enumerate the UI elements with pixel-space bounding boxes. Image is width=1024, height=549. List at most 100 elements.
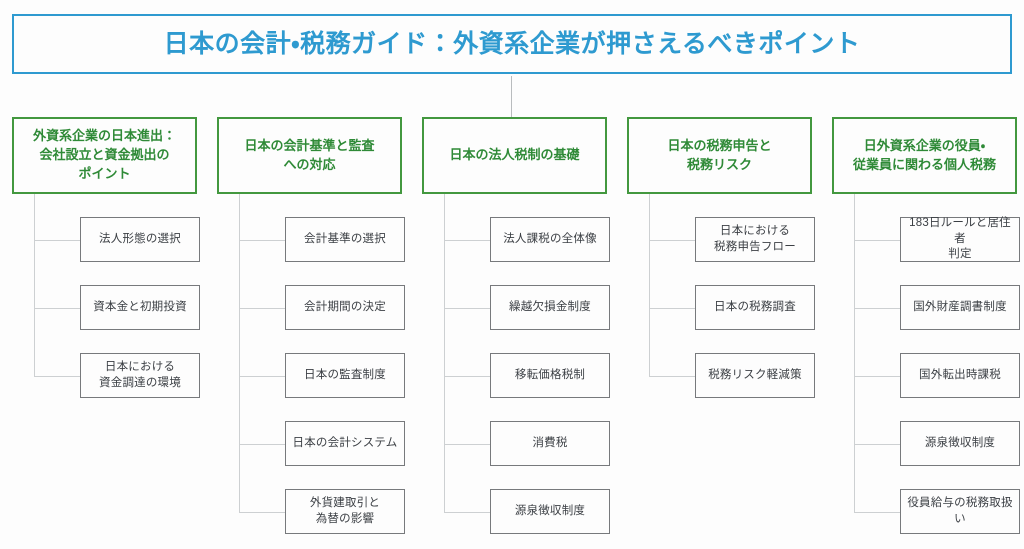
topic-label-line: 日本の会計システム (292, 436, 398, 449)
topic-box[interactable]: 会計基準の選択 (285, 217, 405, 262)
topic-label: 日本の監査制度 (299, 368, 391, 384)
category-box[interactable]: 日外資系企業の役員・従業員に関わる個人税務 (832, 117, 1017, 194)
topic-label: 消費税 (527, 436, 572, 452)
topic-box[interactable]: 法人形態の選択 (80, 217, 200, 262)
topic-label: 会計基準の選択 (299, 232, 391, 248)
topic-box[interactable]: 183日ルールと居住者判定 (900, 217, 1020, 262)
topic-label-line: 為替の影響 (315, 512, 375, 525)
topic-label: 法人形態の選択 (94, 232, 186, 248)
child-connector-stub (854, 307, 900, 309)
topic-label: 源泉徴収制度 (510, 504, 590, 520)
topic-label-line: 繰越欠損金制度 (509, 300, 591, 313)
topic-label-line: 国外財産調書制度 (913, 300, 1007, 313)
category-label-line: 外資系企業の日本進出： (32, 128, 176, 144)
topic-label-line: 税務申告フロー (714, 240, 796, 253)
child-connector-stub (444, 239, 490, 241)
topic-label-line: 判定 (948, 248, 972, 261)
category-label-line: 税務リスク (686, 156, 752, 172)
category-label-line: ポイント (78, 165, 131, 181)
category-box[interactable]: 外資系企業の日本進出：会社設立と資金拠出のポイント (12, 117, 197, 194)
diagram-title-box: 日本の会計・税務ガイド：外資系企業が押さえるべきポイント (12, 14, 1012, 74)
topic-box[interactable]: 国外転出時課税 (900, 353, 1020, 398)
topic-label: 183日ルールと居住者判定 (901, 216, 1019, 263)
topic-label: 会計期間の決定 (299, 300, 391, 316)
topic-label-line: 外貨建取引と (309, 496, 381, 509)
page-title: 日本の会計・税務ガイド：外資系企業が押さえるべきポイント (163, 30, 861, 58)
topic-label-line: 日本の監査制度 (304, 368, 386, 381)
topic-box[interactable]: 税務リスク軽減策 (695, 353, 815, 398)
topic-label-line: 法人形態の選択 (99, 232, 181, 245)
category-label-line: 日本の法人税制の基礎 (449, 147, 580, 163)
title-connector-line (511, 76, 512, 117)
topic-label-line: 税務リスク軽減策 (708, 368, 802, 381)
category-label: 日本の会計基準と監査への対応 (238, 137, 380, 175)
column-connector-spine (239, 194, 240, 512)
category-box[interactable]: 日本の税務申告と税務リスク (627, 117, 812, 194)
topic-label: 日本における資金調達の環境 (94, 360, 186, 391)
category-box[interactable]: 日本の法人税制の基礎 (422, 117, 607, 194)
child-connector-stub (239, 239, 285, 241)
child-connector-stub (854, 511, 900, 513)
topic-label: 法人課税の全体像 (498, 232, 602, 248)
topic-box[interactable]: 日本における資金調達の環境 (80, 353, 200, 398)
topic-label-line: 日本における (719, 224, 791, 237)
topic-label-line: 日本における (104, 360, 176, 373)
child-connector-stub (444, 375, 490, 377)
child-connector-stub (444, 307, 490, 309)
topic-label-line: 資本金と初期投資 (93, 300, 187, 313)
child-connector-stub (854, 443, 900, 445)
category-label: 日本の税務申告と税務リスク (661, 137, 777, 175)
child-connector-stub (444, 511, 490, 513)
topic-box[interactable]: 日本における税務申告フロー (695, 217, 815, 262)
category-label: 日本の法人税制の基礎 (443, 146, 585, 165)
category-label-line: 日本の税務申告と (667, 137, 772, 153)
topic-label-line: 資金調達の環境 (99, 376, 181, 389)
topic-label: 役員給与の税務取扱い (901, 496, 1019, 527)
child-connector-stub (239, 375, 285, 377)
topic-label: 移転価格税制 (510, 368, 590, 384)
topic-box[interactable]: 日本の会計システム (285, 421, 405, 466)
topic-box[interactable]: 日本の税務調査 (695, 285, 815, 330)
topic-label-line: 消費税 (532, 436, 568, 449)
child-connector-stub (239, 307, 285, 309)
child-connector-stub (854, 375, 900, 377)
topic-label: 外貨建取引と為替の影響 (305, 496, 385, 527)
diagram-column: 日本の法人税制の基礎法人課税の全体像繰越欠損金制度移転価格税制消費税源泉徴収制度 (422, 0, 610, 549)
diagram-column: 日本の税務申告と税務リスク日本における税務申告フロー日本の税務調査税務リスク軽減… (627, 0, 815, 549)
topic-label-line: 法人課税の全体像 (503, 232, 597, 245)
topic-box[interactable]: 国外財産調書制度 (900, 285, 1020, 330)
topic-label: 資本金と初期投資 (88, 300, 192, 316)
topic-box[interactable]: 会計期間の決定 (285, 285, 405, 330)
topic-label-line: 会計基準の選択 (304, 232, 386, 245)
topic-label: 税務リスク軽減策 (703, 368, 807, 384)
topic-box[interactable]: 日本の監査制度 (285, 353, 405, 398)
category-label-line: 日本の会計基準と監査 (244, 137, 375, 153)
topic-label: 日本の会計システム (288, 436, 403, 452)
topic-label: 国外財産調書制度 (908, 300, 1012, 316)
child-connector-stub (34, 307, 80, 309)
category-label: 日外資系企業の役員・従業員に関わる個人税務 (847, 137, 1002, 175)
child-connector-stub (854, 239, 900, 241)
diagram-column: 外資系企業の日本進出：会社設立と資金拠出のポイント法人形態の選択資本金と初期投資… (12, 0, 200, 549)
topic-label: 源泉徴収制度 (920, 436, 1000, 452)
topic-label: 日本の税務調査 (709, 300, 801, 316)
diagram-column: 日外資系企業の役員・従業員に関わる個人税務 183日ルールと居住者判定国外財産調書… (832, 0, 1020, 549)
topic-box[interactable]: 移転価格税制 (490, 353, 610, 398)
topic-box[interactable]: 源泉徴収制度 (490, 489, 610, 534)
topic-label-line: 国外転出時課税 (919, 368, 1001, 381)
topic-box[interactable]: 法人課税の全体像 (490, 217, 610, 262)
topic-box[interactable]: 源泉徴収制度 (900, 421, 1020, 466)
topic-box[interactable]: 資本金と初期投資 (80, 285, 200, 330)
topic-box[interactable]: 繰越欠損金制度 (490, 285, 610, 330)
category-label-line: 日外資系企業の役員・ (863, 137, 986, 153)
topic-box[interactable]: 役員給与の税務取扱い (900, 489, 1020, 534)
child-connector-stub (649, 375, 695, 377)
child-connector-stub (239, 443, 285, 445)
category-label: 外資系企業の日本進出：会社設立と資金拠出のポイント (27, 127, 182, 184)
topic-box[interactable]: 外貨建取引と為替の影響 (285, 489, 405, 534)
child-connector-stub (649, 307, 695, 309)
category-box[interactable]: 日本の会計基準と監査への対応 (217, 117, 402, 194)
topic-box[interactable]: 消費税 (490, 421, 610, 466)
topic-label-line: 183日ルールと居住者 (909, 217, 1011, 245)
